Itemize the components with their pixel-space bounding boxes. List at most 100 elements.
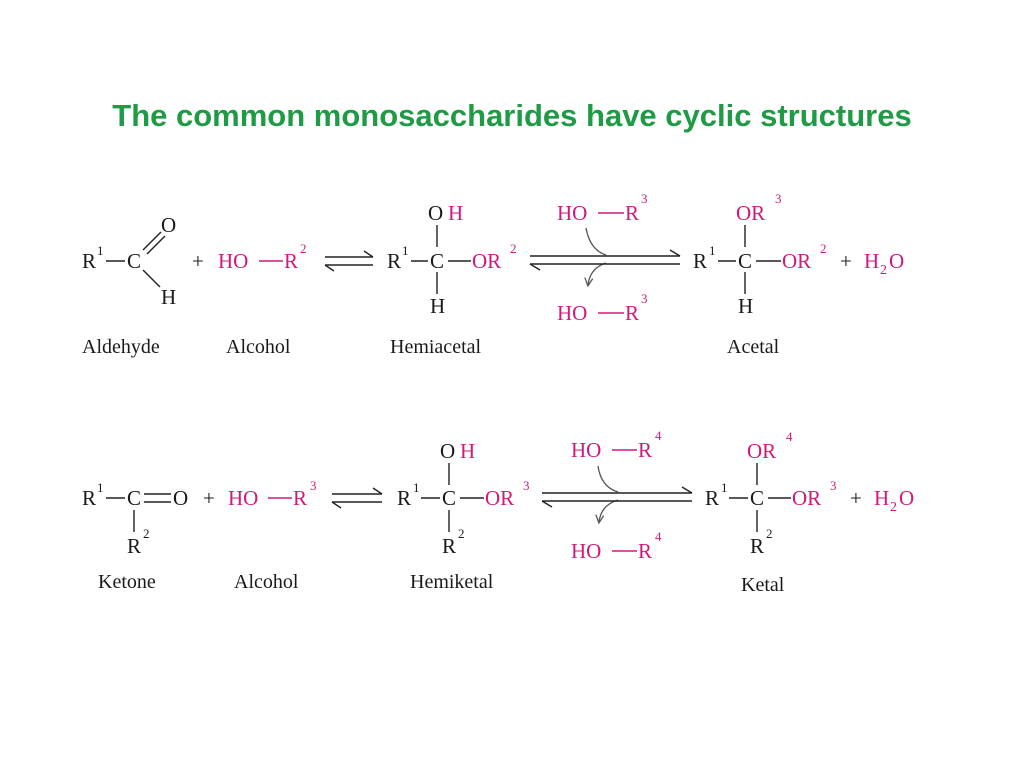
hemiketal-r2-sup: 2 xyxy=(458,526,465,541)
ketal-structure: OR 4 R 1 C OR 3 R 2 xyxy=(705,429,837,558)
row2-labels: Ketone Alcohol Hemiketal Ketal xyxy=(98,571,785,596)
ketal-c: C xyxy=(750,486,764,510)
acetal-h: H xyxy=(738,294,753,318)
hemiacetal-c: C xyxy=(430,249,444,273)
reagent-in-ho: HO xyxy=(571,438,601,462)
hemiketal-structure: O H R 1 C OR 3 R 2 xyxy=(397,439,530,558)
reagent-in-r: R xyxy=(638,438,652,462)
acetal-or: OR xyxy=(782,249,811,273)
long-equilibrium-arrow xyxy=(541,486,693,508)
reagent-in-r-sup: 3 xyxy=(641,191,648,206)
equilibrium-arrow xyxy=(324,250,374,272)
acetal-or-top-sup: 3 xyxy=(775,191,782,206)
hemiketal-o: O xyxy=(440,439,455,463)
ketone-r2-sup: 2 xyxy=(143,526,150,541)
water-release-reagent: HO R 3 xyxy=(557,291,648,325)
ketal-r1-sup: 1 xyxy=(721,480,728,495)
label-acetal: Acetal xyxy=(727,336,780,358)
alcohol-r: R xyxy=(293,486,307,510)
alcohol-reactant: HO R 2 xyxy=(218,241,307,273)
ketone-c: C xyxy=(127,486,141,510)
aldehyde-o: O xyxy=(161,213,176,237)
acetal-or-top: OR xyxy=(736,201,765,225)
alcohol-ho: HO xyxy=(218,249,248,273)
label-alcohol: Alcohol xyxy=(234,571,299,593)
aldehyde-h: H xyxy=(161,285,176,309)
acetal-r-sup: 1 xyxy=(709,243,716,258)
reagent-out-r: R xyxy=(638,539,652,563)
reagent-out-ho: HO xyxy=(557,301,587,325)
alcohol-addition-reagent: HO R 3 xyxy=(557,191,648,285)
label-aldehyde: Aldehyde xyxy=(82,336,160,358)
water-product: H 2 O xyxy=(874,486,914,515)
label-ketone: Ketone xyxy=(98,571,156,593)
water-h: H xyxy=(874,486,889,510)
hemiketal-r1: R xyxy=(397,486,411,510)
row1-labels: Aldehyde Alcohol Hemiacetal Acetal xyxy=(82,336,780,358)
water-product: H 2 O xyxy=(864,249,904,278)
hemiketal-or: OR xyxy=(485,486,514,510)
ketone-r1: R xyxy=(82,486,96,510)
hemiketal-or-sup: 3 xyxy=(523,478,530,493)
hemiacetal-r: R xyxy=(387,249,401,273)
hemiketal-c: C xyxy=(442,486,456,510)
acetal-structure: OR 3 R 1 C OR 2 H xyxy=(693,191,827,318)
label-hemiacetal: Hemiacetal xyxy=(390,336,481,358)
ketal-or-top: OR xyxy=(747,439,776,463)
alcohol-reactant: HO R 3 xyxy=(228,478,317,510)
alcohol-r-sup: 3 xyxy=(310,478,317,493)
hemiketal-h-top: H xyxy=(460,439,475,463)
water-o: O xyxy=(889,249,904,273)
hemiacetal-o: O xyxy=(428,201,443,225)
alcohol-ho: HO xyxy=(228,486,258,510)
ketal-or: OR xyxy=(792,486,821,510)
aldehyde-r: R xyxy=(82,249,96,273)
ketal-or-top-sup: 4 xyxy=(786,429,793,444)
ketal-or-sup: 3 xyxy=(830,478,837,493)
reagent-out-r-sup: 3 xyxy=(641,291,648,306)
ketal-r1: R xyxy=(705,486,719,510)
hemiacetal-h: H xyxy=(430,294,445,318)
acetal-c: C xyxy=(738,249,752,273)
reagent-in-r-sup: 4 xyxy=(655,428,662,443)
hemiacetal-r-sup: 1 xyxy=(402,243,409,258)
plus-sign: + xyxy=(850,486,862,510)
equilibrium-arrow xyxy=(331,487,383,509)
slide-title: The common monosaccharides have cyclic s… xyxy=(112,98,912,133)
hemiacetal-h-top: H xyxy=(448,201,463,225)
ketal-r2-sup: 2 xyxy=(766,526,773,541)
water-o: O xyxy=(899,486,914,510)
hemiacetal-or-sup: 2 xyxy=(510,241,517,256)
hemiketal-r2: R xyxy=(442,534,456,558)
plus-sign: + xyxy=(203,486,215,510)
water-release-reagent: HO R 4 xyxy=(571,529,662,563)
aldehyde-structure: R 1 C O H xyxy=(82,213,176,309)
ketone-r1-sup: 1 xyxy=(97,480,104,495)
water-h: H xyxy=(864,249,879,273)
water-sub: 2 xyxy=(880,263,887,278)
plus-sign: + xyxy=(840,249,852,273)
ketone-r2: R xyxy=(127,534,141,558)
alcohol-r: R xyxy=(284,249,298,273)
label-ketal: Ketal xyxy=(741,574,785,596)
hemiacetal-structure: O H R 1 C OR 2 H xyxy=(387,201,517,318)
acetal-r: R xyxy=(693,249,707,273)
reagent-out-r: R xyxy=(625,301,639,325)
ketal-r2: R xyxy=(750,534,764,558)
label-hemiketal: Hemiketal xyxy=(410,571,494,593)
hemiketal-r1-sup: 1 xyxy=(413,480,420,495)
plus-sign: + xyxy=(192,249,204,273)
hemiacetal-or: OR xyxy=(472,249,501,273)
reagent-in-r: R xyxy=(625,201,639,225)
reagent-out-ho: HO xyxy=(571,539,601,563)
reagent-out-r-sup: 4 xyxy=(655,529,662,544)
long-equilibrium-arrow xyxy=(529,249,681,271)
alcohol-r-sup: 2 xyxy=(300,241,307,256)
ketone-structure: R 1 C O R 2 xyxy=(82,480,188,558)
label-alcohol: Alcohol xyxy=(226,336,291,358)
reagent-in-ho: HO xyxy=(557,201,587,225)
alcohol-addition-reagent: HO R 4 xyxy=(571,428,662,522)
water-sub: 2 xyxy=(890,500,897,515)
aldehyde-c: C xyxy=(127,249,141,273)
